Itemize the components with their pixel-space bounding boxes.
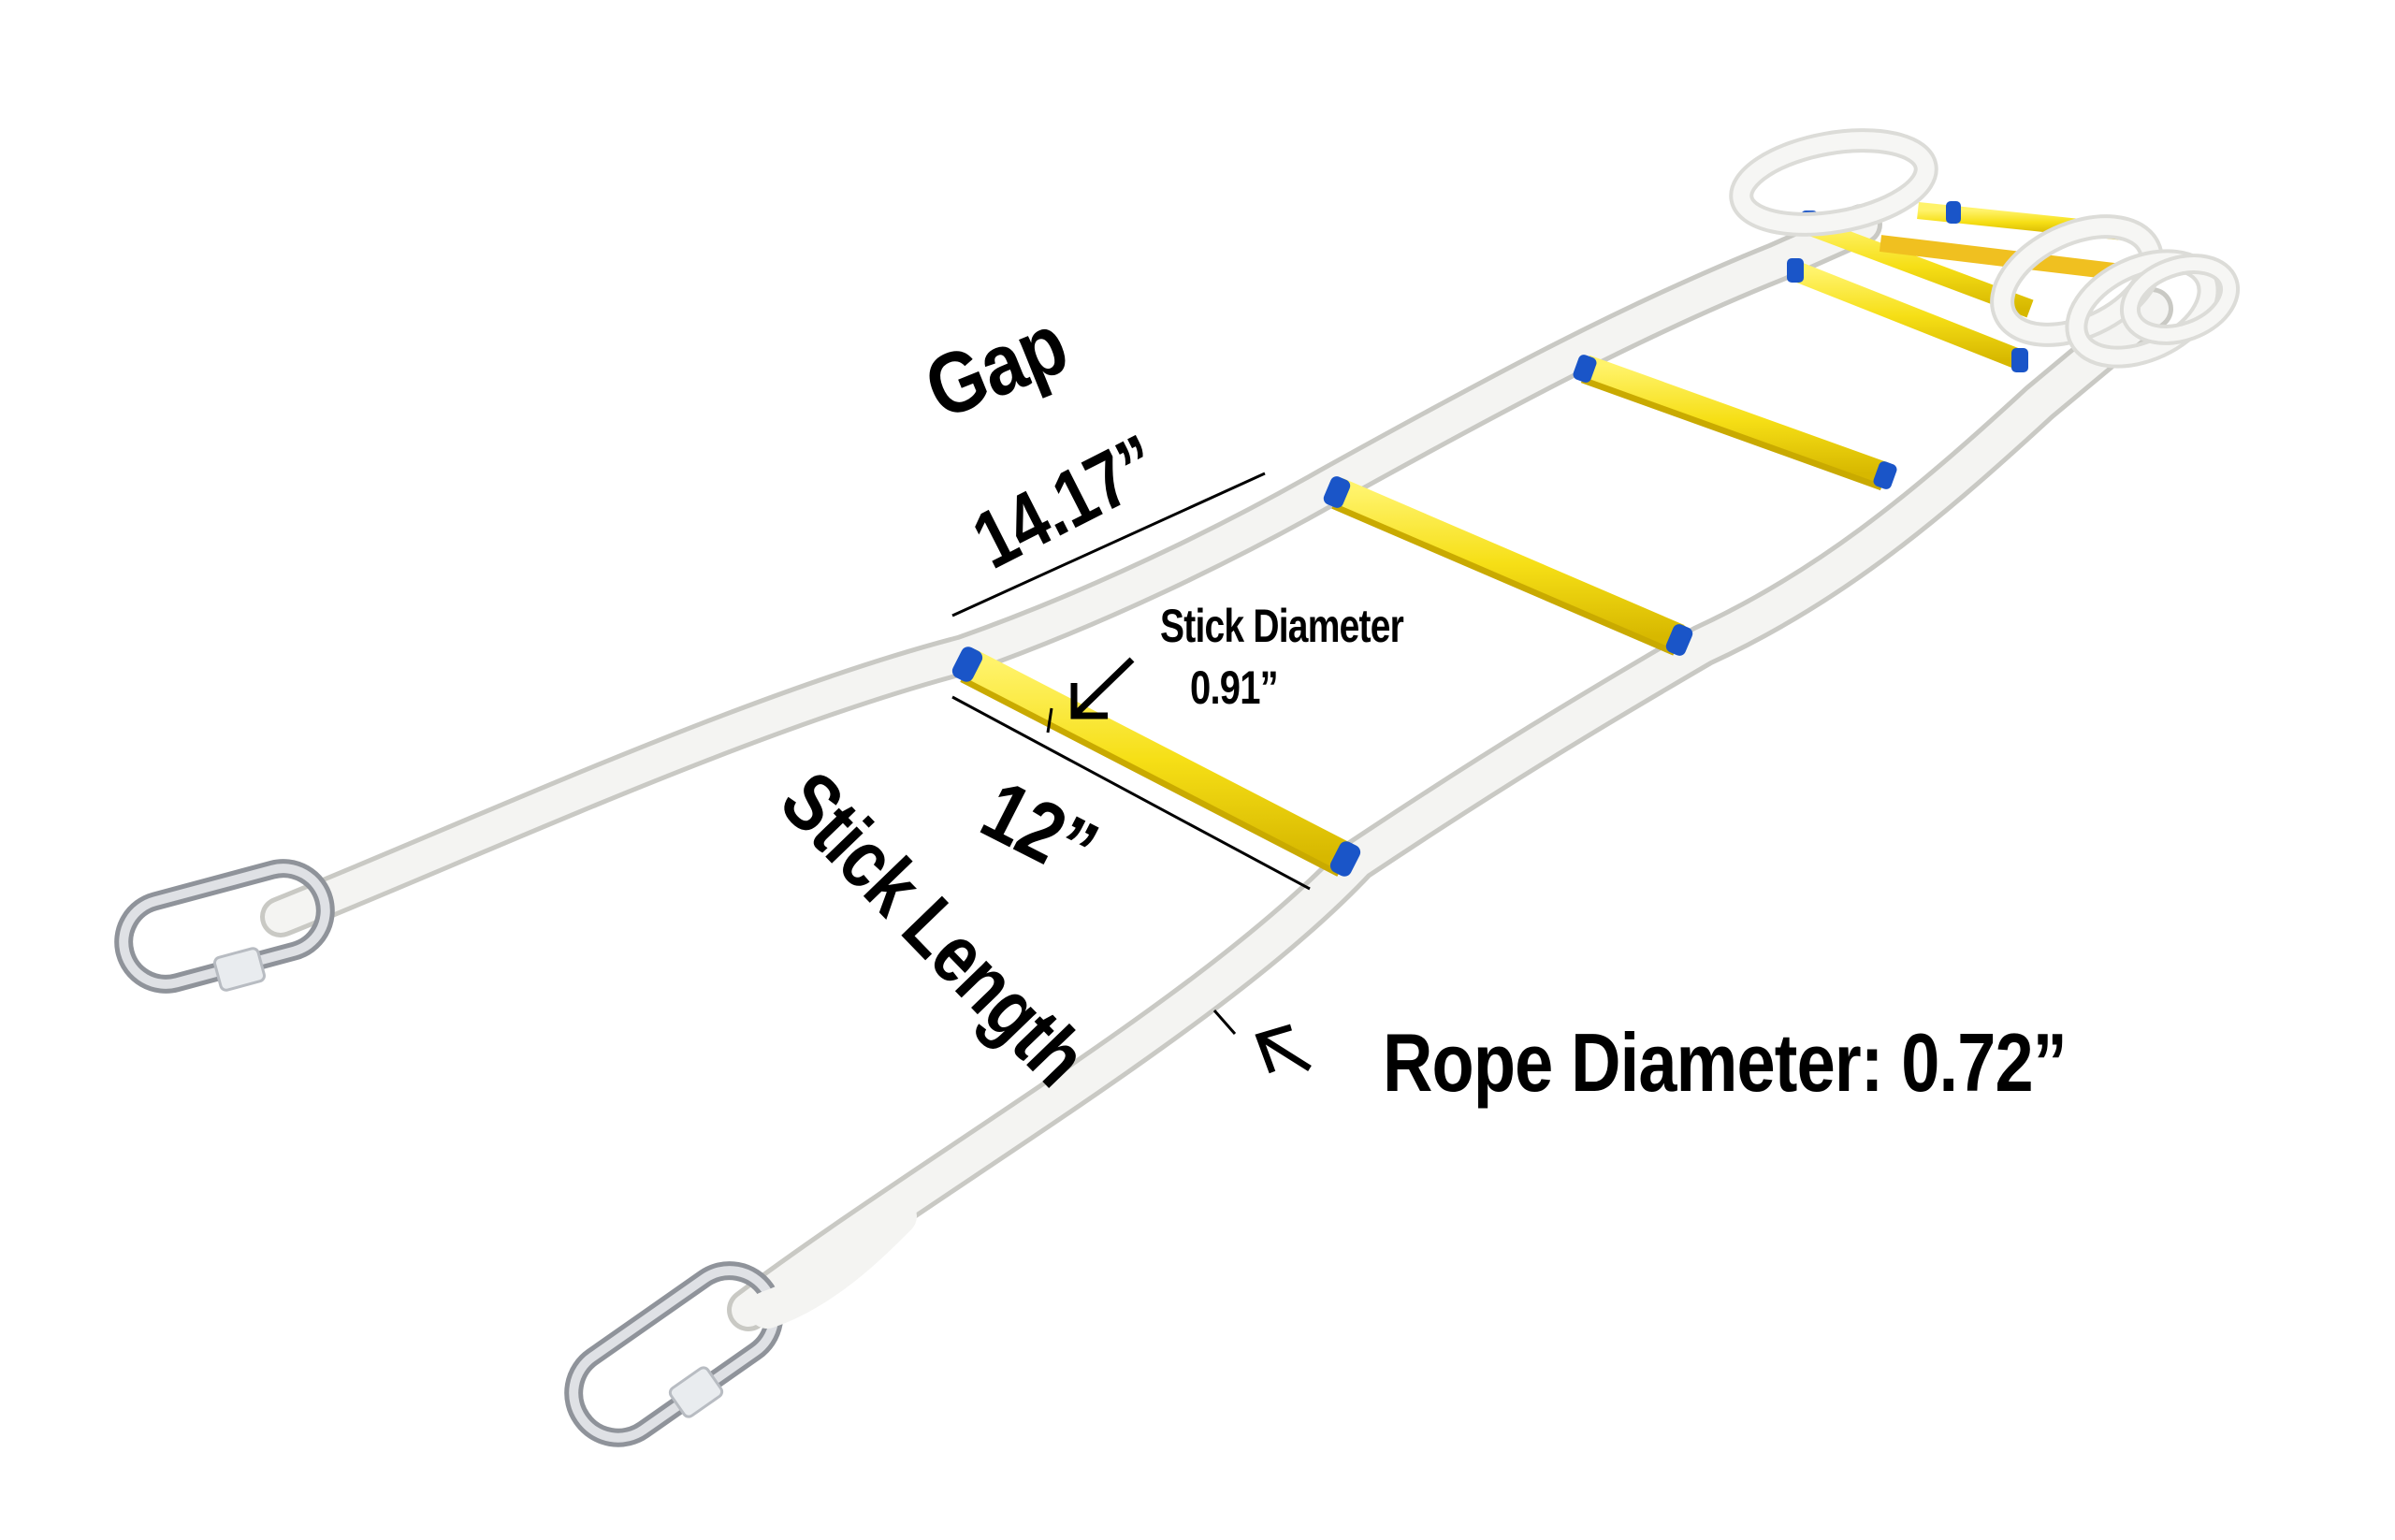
stick-diameter-arrow-icon bbox=[1070, 657, 1135, 719]
stick-diameter-value: 0.91” bbox=[1190, 661, 1279, 714]
rope-diameter-label: Rope Diameter: 0.72” bbox=[1383, 1016, 2068, 1109]
stick-diameter-tick bbox=[1046, 707, 1053, 734]
rope-diameter-arrow-icon bbox=[1255, 1024, 1312, 1074]
stick-diameter-label: Stick Diameter bbox=[1160, 600, 1404, 652]
stick-length-dimension-line bbox=[951, 695, 1311, 891]
left-rope bbox=[260, 204, 1882, 937]
carabiner-left bbox=[114, 859, 335, 994]
right-rope bbox=[727, 287, 2173, 1331]
rung-3 bbox=[1573, 355, 1897, 491]
rung-1 bbox=[951, 647, 1361, 877]
rope-diameter-tick bbox=[1212, 1010, 1237, 1035]
coiled-ladder-bundle bbox=[1729, 128, 2241, 372]
gap-dimension-line bbox=[951, 472, 1266, 617]
rung-2 bbox=[1323, 476, 1693, 656]
carabiner-bottom bbox=[564, 1198, 917, 1447]
